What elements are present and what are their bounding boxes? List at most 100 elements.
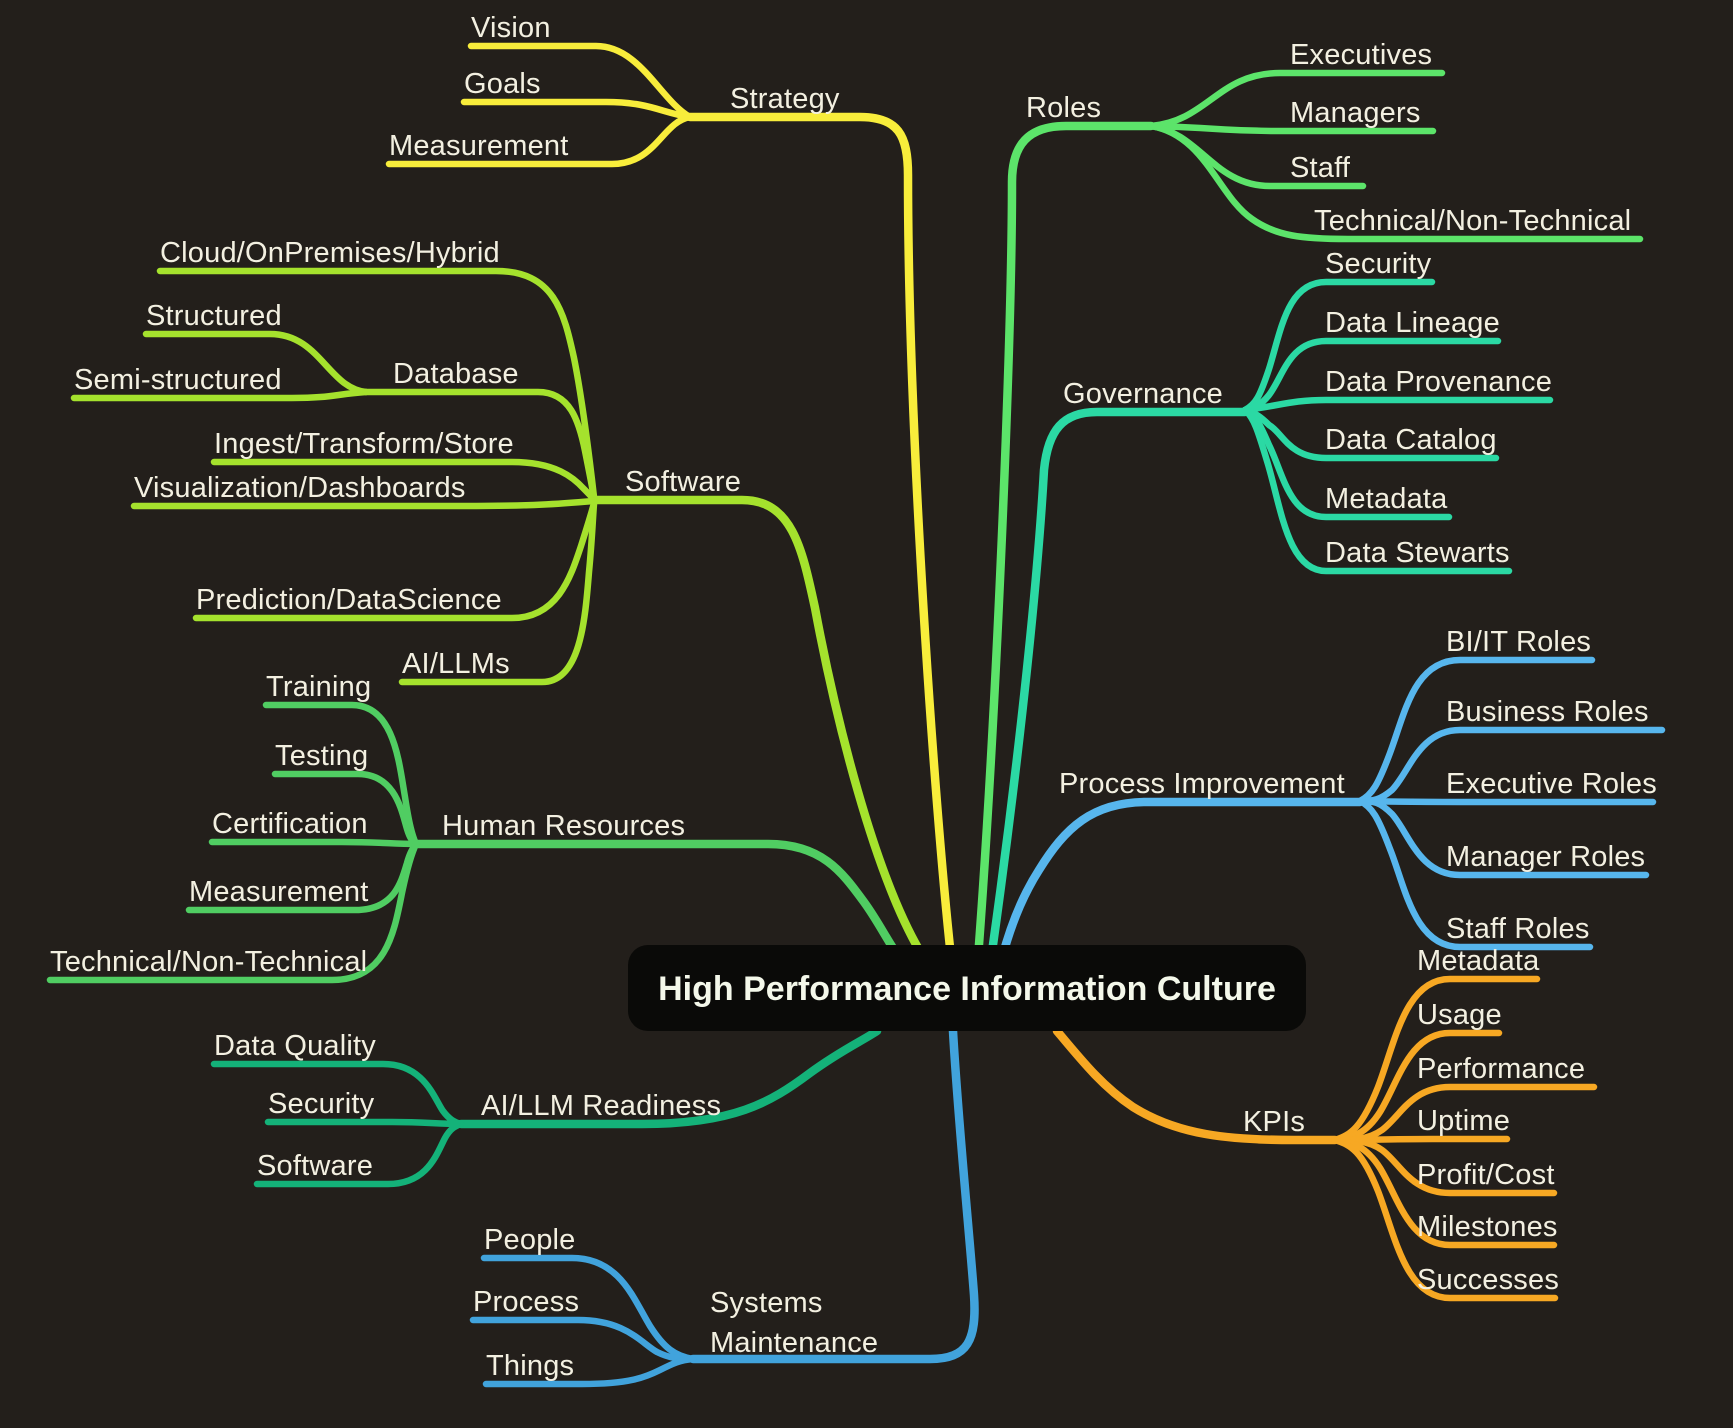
connector-hr-certification [208, 838, 420, 848]
connector-roles-trunk [973, 121, 1156, 963]
node-label-people[interactable]: People [484, 1224, 576, 1256]
node-label-ai-llms[interactable]: AI/LLMs [402, 648, 510, 680]
connector-ai-trunk [456, 1026, 882, 1129]
node-label-managers[interactable]: Managers [1290, 97, 1421, 129]
connector-software-trunk [589, 495, 929, 963]
branch-strategy: Strategy Vision Goals Measurement [385, 12, 956, 962]
connector-software-structured [142, 330, 370, 396]
node-label-profit-cost[interactable]: Profit/Cost [1417, 1159, 1555, 1191]
node-label-data-quality[interactable]: Data Quality [214, 1030, 376, 1062]
node-label-kpis-metadata[interactable]: Metadata [1417, 945, 1540, 977]
connector-software-database [362, 388, 598, 502]
node-label-roles[interactable]: Roles [1026, 92, 1101, 124]
node-label-process[interactable]: Process [473, 1286, 579, 1318]
connector-pi-executive-roles [1356, 797, 1657, 806]
connector-software-semistructured [70, 388, 370, 402]
branch-governance: Governance Security Data Lineage Data Pr… [987, 248, 1554, 957]
connector-kpis-trunk [1052, 1026, 1340, 1145]
node-label-database[interactable]: Database [393, 358, 519, 390]
connector-hr-training [262, 701, 420, 848]
node-label-semi-structured[interactable]: Semi-structured [74, 364, 282, 396]
branch-human-resources: Human Resources Training Testing Certifi… [46, 671, 905, 984]
node-label-biit-roles[interactable]: BI/IT Roles [1446, 626, 1591, 658]
connector-governance-trunk [987, 407, 1250, 957]
branch-kpis: KPIs Metadata Usage Performance Uptime P… [1052, 945, 1598, 1302]
node-label-ai-llm-readiness[interactable]: AI/LLM Readiness [481, 1090, 721, 1122]
connector-ai-security [264, 1118, 465, 1128]
connector-software-aillms [398, 500, 598, 686]
connector-sm-people [480, 1254, 697, 1363]
node-label-successes[interactable]: Successes [1417, 1264, 1559, 1296]
connector-roles-executives [1147, 69, 1446, 130]
branch-process-improvement: Process Improvement BI/IT Roles Business… [997, 626, 1666, 963]
node-label-governance-security[interactable]: Security [1325, 248, 1432, 280]
connector-roles-technical [1147, 122, 1644, 243]
node-label-manager-roles[interactable]: Manager Roles [1446, 841, 1645, 873]
connector-governance-data-stewarts [1241, 406, 1513, 575]
node-label-systems-maintenance-line2[interactable]: Maintenance [710, 1327, 878, 1359]
connector-software-visualization [130, 497, 598, 510]
node-label-executives[interactable]: Executives [1290, 39, 1432, 71]
node-label-data-provenance[interactable]: Data Provenance [1325, 366, 1552, 398]
branch-software: Software Cloud/OnPremises/Hybrid Databas… [70, 237, 929, 963]
node-label-performance[interactable]: Performance [1417, 1053, 1585, 1085]
connector-strategy-measurement [385, 113, 694, 168]
node-label-executive-roles[interactable]: Executive Roles [1446, 768, 1657, 800]
connector-strategy-goals [460, 98, 694, 121]
branch-ai-llm-readiness: AI/LLM Readiness Data Quality Security S… [210, 1026, 882, 1188]
connector-pi-biit-roles [1356, 656, 1596, 805]
branch-roles: Roles Executives Managers Staff Technica… [973, 39, 1644, 963]
node-label-goals[interactable]: Goals [464, 68, 541, 100]
node-label-business-roles[interactable]: Business Roles [1446, 696, 1649, 728]
node-label-staff-roles[interactable]: Staff Roles [1446, 913, 1590, 945]
connector-strategy-trunk [685, 112, 956, 962]
node-label-things[interactable]: Things [486, 1350, 574, 1382]
node-label-systems-maintenance-line1[interactable]: Systems [710, 1287, 823, 1319]
node-label-hr-measurement[interactable]: Measurement [189, 876, 369, 908]
connector-governance-security [1241, 278, 1436, 414]
branch-systems-maintenance: Systems Maintenance People Process Thing… [469, 1026, 979, 1388]
node-label-training[interactable]: Training [266, 671, 371, 703]
connector-kpis-metadata [1331, 975, 1541, 1144]
node-label-hr-technical[interactable]: Technical/Non-Technical [50, 946, 367, 978]
node-label-structured[interactable]: Structured [146, 300, 282, 332]
connector-kpis-usage [1331, 1029, 1503, 1144]
connector-kpis-milestones [1331, 1136, 1558, 1249]
node-label-strategy[interactable]: Strategy [730, 83, 840, 115]
connector-software-ingest [210, 458, 598, 504]
connector-pi-manager-roles [1356, 797, 1650, 879]
node-label-vision[interactable]: Vision [471, 12, 551, 44]
connector-hr-technical [46, 840, 420, 984]
node-label-ai-security[interactable]: Security [268, 1088, 375, 1120]
node-label-ingest-transform-store[interactable]: Ingest/Transform/Store [214, 428, 514, 460]
connector-hr-trunk [411, 839, 905, 963]
connector-kpis-successes [1331, 1136, 1559, 1302]
center-node-title: High Performance Information Culture [658, 970, 1276, 1008]
node-label-human-resources[interactable]: Human Resources [442, 810, 685, 842]
node-label-governance[interactable]: Governance [1063, 378, 1223, 410]
connector-ai-software [253, 1120, 465, 1188]
node-label-data-lineage[interactable]: Data Lineage [1325, 307, 1500, 339]
node-label-prediction-datascience[interactable]: Prediction/DataScience [196, 584, 502, 616]
node-label-strategy-measurement[interactable]: Measurement [389, 130, 569, 162]
node-label-milestones[interactable]: Milestones [1417, 1211, 1558, 1243]
node-label-usage[interactable]: Usage [1417, 999, 1502, 1031]
node-label-ai-software[interactable]: Software [257, 1150, 373, 1182]
node-label-staff[interactable]: Staff [1290, 152, 1351, 184]
center-node: High Performance Information Culture [628, 945, 1306, 1031]
center-node-box[interactable] [628, 945, 1306, 1031]
node-label-certification[interactable]: Certification [212, 808, 368, 840]
node-label-data-stewarts[interactable]: Data Stewarts [1325, 537, 1510, 569]
node-label-cloud-onpremises-hybrid[interactable]: Cloud/OnPremises/Hybrid [160, 237, 500, 269]
connector-roles-managers [1147, 122, 1437, 135]
node-label-process-improvement[interactable]: Process Improvement [1059, 768, 1345, 800]
node-label-testing[interactable]: Testing [275, 740, 368, 772]
node-label-roles-technical[interactable]: Technical/Non-Technical [1314, 205, 1631, 237]
connector-pi-trunk [997, 797, 1365, 963]
node-label-uptime[interactable]: Uptime [1417, 1105, 1510, 1137]
node-label-software[interactable]: Software [625, 466, 741, 498]
node-label-governance-metadata[interactable]: Metadata [1325, 483, 1448, 515]
node-label-data-catalog[interactable]: Data Catalog [1325, 424, 1497, 456]
node-label-visualization-dashboards[interactable]: Visualization/Dashboards [134, 472, 466, 504]
node-label-kpis[interactable]: KPIs [1243, 1106, 1305, 1138]
